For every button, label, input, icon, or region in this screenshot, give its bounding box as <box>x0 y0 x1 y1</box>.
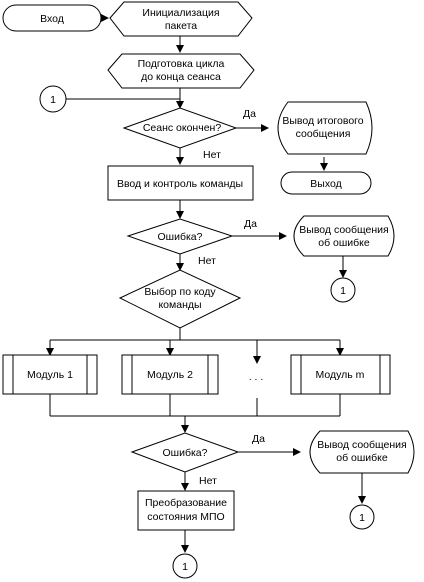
module-1-label: Модуль 1 <box>27 369 73 381</box>
error-2-no-label: Нет <box>199 475 217 487</box>
error-message-display-2: Вывод сообщения об ошибке <box>309 430 415 474</box>
error-message-2-label-line1: Вывод сообщения <box>317 439 406 451</box>
start-terminal: Вход <box>2 4 102 32</box>
error-decision-1: Ошибка? <box>126 218 234 255</box>
error-1-yes-label: Да <box>244 218 257 230</box>
error-label-2: Ошибка? <box>163 447 208 459</box>
init-hexagon: Инициализация пакета <box>109 1 253 37</box>
prepare-loop-label-line2: до конца сеанса <box>141 71 221 83</box>
connector-circle-top: 1 <box>39 85 67 113</box>
session-end-yes-label: Да <box>243 108 256 120</box>
error-message-2-label-line2: об ошибке <box>336 452 388 464</box>
session-end-decision: Сеанс окончен? <box>122 107 238 149</box>
connector-circle-error-2: 1 <box>349 504 375 530</box>
select-label-line2: команды <box>158 299 201 311</box>
select-command-decision: Выбор по коду команды <box>118 269 242 329</box>
error-message-1-label-line1: Вывод сообщения <box>299 224 388 236</box>
connector-label: 1 <box>50 94 56 106</box>
error-message-display-1: Вывод сообщения об ошибке <box>293 215 395 257</box>
ellipsis-label: . . . <box>249 371 264 383</box>
final-message-display: Вывод итогового сообщения <box>277 101 373 155</box>
select-label-line1: Выбор по коду <box>144 286 216 298</box>
transform-label-line1: Преобразование <box>145 497 227 509</box>
exit-label: Выход <box>310 178 341 190</box>
error-decision-2: Ошибка? <box>130 432 240 473</box>
module-2-predefined-process: Модуль 2 <box>121 354 219 395</box>
prepare-loop-hexagon: Подготовка цикла до конца сеанса <box>107 53 255 89</box>
input-control-process: Ввод и контроль команды <box>107 165 254 201</box>
connector-circle-error-1: 1 <box>330 277 356 303</box>
input-control-label: Ввод и контроль команды <box>117 178 243 190</box>
error-2-yes-label: Да <box>252 433 265 445</box>
init-label-line2: пакета <box>165 20 197 32</box>
prepare-loop-label-line1: Подготовка цикла <box>138 58 225 70</box>
session-end-label: Сеанс окончен? <box>143 122 222 134</box>
start-label: Вход <box>40 13 64 25</box>
connector-error-1-label: 1 <box>340 285 346 297</box>
final-message-label-line2: сообщения <box>296 128 351 140</box>
error-message-1-label-line2: об ошибке <box>318 237 370 249</box>
module-2-label: Модуль 2 <box>147 369 193 381</box>
final-message-label-line1: Вывод итогового <box>282 115 363 127</box>
exit-terminal: Выход <box>280 171 372 195</box>
error-label-1: Ошибка? <box>158 231 203 243</box>
module-m-predefined-process: Модуль m <box>290 354 391 395</box>
init-label-line1: Инициализация <box>142 7 219 19</box>
transform-state-process: Преобразование состояния МПО <box>137 490 235 531</box>
error-1-no-label: Нет <box>198 255 216 267</box>
connector-bottom-label: 1 <box>182 561 188 573</box>
module-1-predefined-process: Модуль 1 <box>2 354 98 395</box>
module-m-label: Модуль m <box>316 369 365 381</box>
session-end-no-label: Нет <box>203 149 221 161</box>
connector-error-2-label: 1 <box>359 512 365 524</box>
connector-circle-bottom: 1 <box>172 553 198 579</box>
connector-lines <box>46 14 366 553</box>
transform-label-line2: состояния МПО <box>147 511 224 523</box>
